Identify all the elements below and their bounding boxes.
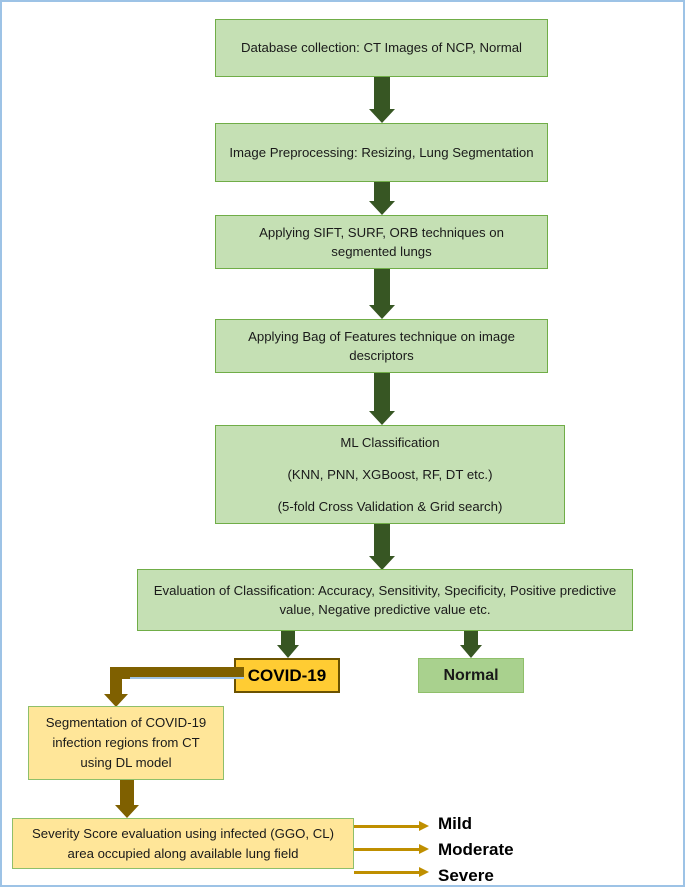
node-bag-of-features: Applying Bag of Features technique on im…	[215, 319, 548, 373]
arrow-line	[354, 848, 420, 851]
arrow-severity-mild	[354, 821, 429, 831]
connector-highlight-horizontal	[130, 677, 244, 679]
node-feature-extraction-label: Applying SIFT, SURF, ORB techniques on s…	[259, 224, 504, 259]
arrow-severity-moderate	[354, 844, 429, 854]
connector-vertical-segment	[110, 667, 122, 695]
node-covid-19: COVID-19	[234, 658, 340, 693]
arrow-head	[369, 411, 395, 425]
node-severity-score-label: Severity Score evaluation using infected…	[32, 825, 334, 861]
arrow-shaft	[374, 524, 390, 557]
arrow-evaluation-to-normal	[450, 631, 492, 658]
arrow-line	[354, 825, 420, 828]
arrow-classification-to-evaluation	[357, 524, 407, 570]
node-database-collection: Database collection: CT Images of NCP, N…	[215, 19, 548, 77]
arrow-bof-to-classification	[357, 373, 407, 425]
arrow-head	[115, 805, 139, 818]
arrow-tip	[419, 844, 429, 854]
arrow-shaft	[281, 631, 295, 645]
node-ml-classification-line-1: ML Classification	[340, 434, 440, 450]
node-severity-score: Severity Score evaluation using infected…	[12, 818, 354, 869]
node-image-preprocessing: Image Preprocessing: Resizing, Lung Segm…	[215, 123, 548, 182]
node-evaluation: Evaluation of Classification: Accuracy, …	[137, 569, 633, 631]
arrow-features-to-bof	[357, 269, 407, 319]
node-ml-classification: ML Classification (KNN, PNN, XGBoost, RF…	[215, 425, 565, 524]
arrow-head	[460, 645, 482, 658]
node-covid-19-label: COVID-19	[247, 665, 327, 685]
arrow-shaft	[120, 780, 134, 806]
node-segmentation: Segmentation of COVID-19 infection regio…	[28, 706, 224, 780]
arrow-head	[369, 305, 395, 319]
label-severity-moderate: Moderate	[438, 840, 514, 859]
node-ml-classification-line-2: (KNN, PNN, XGBoost, RF, DT etc.)	[287, 466, 493, 482]
arrow-segmentation-to-severity	[106, 780, 148, 818]
arrow-head	[277, 645, 299, 658]
arrow-head	[369, 109, 395, 123]
connector-arrow-head	[104, 694, 128, 707]
label-severity-severe: Severe	[438, 866, 494, 885]
node-evaluation-label: Evaluation of Classification: Accuracy, …	[153, 582, 617, 617]
node-normal: Normal	[418, 658, 524, 693]
arrow-tip	[419, 867, 429, 877]
node-normal-label: Normal	[443, 666, 499, 684]
arrow-severity-severe	[354, 867, 429, 877]
connector-horizontal-segment	[110, 667, 244, 679]
arrow-head	[369, 201, 395, 215]
arrow-shaft	[374, 182, 390, 202]
arrow-shaft	[374, 269, 390, 306]
arrow-line	[354, 871, 420, 874]
node-ml-classification-line-3: (5-fold Cross Validation & Grid search)	[277, 499, 503, 515]
arrow-head	[369, 556, 395, 570]
node-segmentation-label: Segmentation of COVID-19 infection regio…	[45, 715, 207, 770]
label-severity-mild: Mild	[438, 814, 472, 833]
arrow-shaft	[374, 373, 390, 412]
node-feature-extraction: Applying SIFT, SURF, ORB techniques on s…	[215, 215, 548, 269]
arrow-shaft	[464, 631, 478, 645]
node-bag-of-features-label: Applying Bag of Features technique on im…	[248, 328, 515, 363]
arrow-tip	[419, 821, 429, 831]
arrow-shaft	[374, 77, 390, 110]
arrow-database-to-preprocessing	[357, 77, 407, 123]
node-database-collection-label: Database collection: CT Images of NCP, N…	[241, 40, 522, 56]
arrow-evaluation-to-covid	[267, 631, 309, 658]
connector-covid-to-segmentation	[104, 661, 244, 709]
arrow-preprocessing-to-features	[357, 182, 407, 215]
node-image-preprocessing-label: Image Preprocessing: Resizing, Lung Segm…	[229, 144, 534, 160]
